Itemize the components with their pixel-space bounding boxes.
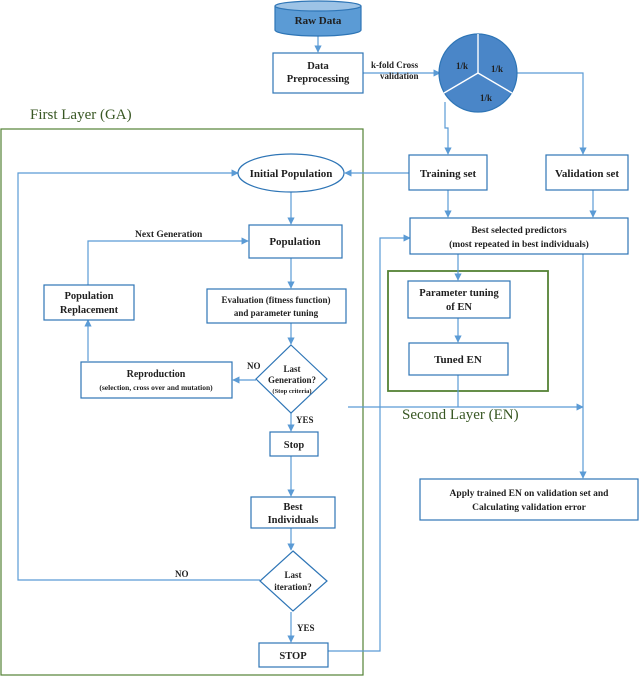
svg-text:Individuals: Individuals [268,515,319,526]
svg-text:Population: Population [64,291,113,302]
svg-text:Initial Population: Initial Population [250,168,333,180]
apply-trained-en-box: Apply trained EN on validation set and C… [419,478,639,521]
yes-label-generation: YES [296,415,314,425]
no-label-iteration: NO [175,569,189,579]
svg-text:(most repeated in best individ: (most repeated in best individuals) [449,239,589,250]
kfold-pie: 1/k 1/k 1/k [438,33,518,113]
svg-text:Generation?: Generation? [268,375,316,385]
first-layer-container [0,128,364,676]
svg-text:Replacement: Replacement [60,305,119,316]
svg-text:Reproduction: Reproduction [127,369,186,380]
svg-text:and parameter tuning: and parameter tuning [234,308,319,318]
stop-box: Stop [269,431,319,457]
kfold-label-line1: k-fold Cross [371,60,419,70]
no-label-generation: NO [247,361,261,371]
svg-text:Validation set: Validation set [555,168,619,180]
pie-slice-label-2: 1/k [491,64,503,74]
svg-text:(selection, cross over and mut: (selection, cross over and mutation) [99,383,213,392]
validation-set-box: Validation set [545,154,629,191]
arrow-stop-final-to-predictors [328,234,411,652]
svg-text:Calculating validation error: Calculating validation error [472,503,587,513]
arrow-pie-to-validation [507,72,587,155]
connectors [17,32,597,652]
data-preprocessing-box: Data Preprocessing [272,52,364,94]
svg-text:Training set: Training set [420,168,477,180]
svg-text:Last: Last [283,364,300,374]
evaluation-box: Evaluation (fitness function) and parame… [206,288,347,324]
svg-text:iteration?: iteration? [274,582,312,592]
svg-text:Tuned EN: Tuned EN [434,354,482,366]
svg-text:Parameter tuning: Parameter tuning [419,288,499,299]
svg-text:Best selected predictors: Best selected predictors [471,226,567,236]
last-iteration-decision: Last iteration? [259,550,328,612]
next-generation-label: Next Generation [135,230,203,240]
population-box: Population [248,224,343,259]
svg-text:Population: Population [269,236,320,248]
population-replacement-box: Population Replacement [43,284,135,321]
second-layer-title: Second Layer (EN) [402,407,519,423]
svg-text:of EN: of EN [446,302,472,313]
last-generation-decision: Last Generation? (Stop criteria) [255,344,328,414]
stop-final-box: STOP [258,642,329,668]
arrow-iteration-no-to-initial [17,169,260,581]
tuned-en-box: Tuned EN [408,342,509,376]
reproduction-box: Reproduction (selection, cross over and … [80,361,233,399]
first-layer-title: First Layer (GA) [30,107,132,123]
svg-text:Stop: Stop [284,440,305,451]
svg-text:Best: Best [283,502,303,513]
pie-slice-label-1: 1/k [456,61,468,71]
svg-text:Last: Last [284,570,301,580]
second-layer-container [387,270,549,392]
svg-text:Apply trained EN on validation: Apply trained EN on validation set and [450,489,610,499]
svg-text:Evaluation (fitness function): Evaluation (fitness function) [221,295,330,305]
raw-data-database: Raw Data [274,0,362,37]
yes-label-iteration: YES [297,623,315,633]
raw-data-label: Raw Data [295,15,342,27]
training-set-box: Training set [408,154,488,191]
svg-text:(Stop criteria): (Stop criteria) [272,388,311,395]
kfold-label-line2: validation [380,71,419,81]
pie-slice-label-3: 1/k [480,93,492,103]
svg-text:Preprocessing: Preprocessing [287,74,350,85]
svg-text:Data: Data [307,61,329,72]
arrow-replacement-to-population [87,237,249,285]
best-individuals-box: Best Individuals [250,496,336,529]
svg-text:STOP: STOP [279,651,307,662]
parameter-tuning-en-box: Parameter tuning of EN [407,280,511,319]
best-predictors-box: Best selected predictors (most repeated … [409,217,629,255]
arrow-pie-to-training [444,102,452,155]
initial-population-node: Initial Population [237,153,345,193]
